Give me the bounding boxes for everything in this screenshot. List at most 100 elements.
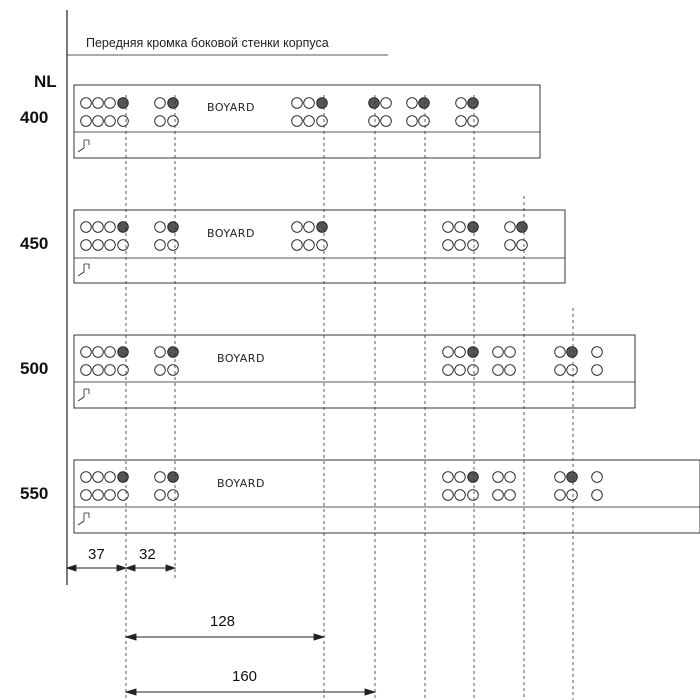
mounting-hole [104,471,116,483]
rail-size-400: 400 [20,108,49,127]
filled-hole [167,221,179,233]
mounting-hole [167,489,179,501]
mounting-hole [455,115,467,127]
mounting-hole [80,364,92,376]
mounting-hole [492,346,504,358]
mounting-hole [554,471,566,483]
mounting-hole [566,364,578,376]
filled-hole [467,471,479,483]
mounting-hole [454,221,466,233]
mounting-hole [591,471,603,483]
mounting-hole [80,346,92,358]
front-edge-label: Передняя кромка боковой стенки корпуса [86,36,329,50]
dimension-label-160: 160 [232,668,258,685]
mounting-hole [442,471,454,483]
mounting-hole [92,115,104,127]
dashed-reference-lines [125,95,574,700]
mounting-hole [554,364,566,376]
mounting-hole [117,364,129,376]
mounting-hole [504,346,516,358]
mounting-hole [104,221,116,233]
mounting-hole [154,489,166,501]
filled-hole [167,471,179,483]
mounting-hole [154,221,166,233]
boyard-logo: BOYARD [217,477,265,490]
mounting-hole [154,346,166,358]
filled-hole [316,97,328,109]
boyard-logo: BOYARD [207,101,255,114]
mounting-hole [442,346,454,358]
filled-hole [117,346,129,358]
mounting-hole [80,221,92,233]
mounting-hole [92,221,104,233]
mounting-hole [316,115,328,127]
mounting-hole [504,221,516,233]
mounting-hole [104,97,116,109]
dimension-37-32 [65,564,177,572]
dimension-label-37: 37 [88,546,105,563]
mounting-hole [303,221,315,233]
filled-hole [117,471,129,483]
mounting-hole [380,97,392,109]
mounting-hole [80,471,92,483]
mounting-hole [467,239,479,251]
filled-hole [418,97,430,109]
mounting-hole [454,239,466,251]
rail-size-500: 500 [20,359,49,378]
mounting-hole [454,489,466,501]
mounting-hole [380,115,392,127]
dimension-160 [124,688,377,696]
mounting-hole [92,97,104,109]
mounting-hole [291,97,303,109]
mounting-hole [442,364,454,376]
mounting-hole [291,239,303,251]
dimension-label-32: 32 [139,546,156,563]
mounting-hole [418,115,430,127]
mounting-hole [92,346,104,358]
mounting-hole [92,471,104,483]
mounting-hole [104,364,116,376]
filled-hole [467,346,479,358]
mounting-hole [406,115,418,127]
mounting-hole [504,239,516,251]
mounting-hole [303,97,315,109]
mounting-hole [454,471,466,483]
mounting-hole [442,239,454,251]
mounting-hole [104,239,116,251]
filled-hole [117,221,129,233]
mounting-hole [167,239,179,251]
mounting-hole [154,364,166,376]
dimension-label-128: 128 [210,613,236,630]
mounting-hole [566,489,578,501]
mounting-hole [492,364,504,376]
mounting-hole [406,97,418,109]
mounting-hole [117,115,129,127]
mounting-hole [117,489,129,501]
mounting-hole [80,239,92,251]
mounting-hole [492,471,504,483]
mounting-hole [167,364,179,376]
mounting-hole [92,364,104,376]
mounting-hole [80,489,92,501]
mounting-hole [117,239,129,251]
rail-size-550: 550 [20,484,49,503]
mounting-hole [104,489,116,501]
mounting-hole [492,489,504,501]
mounting-hole [504,489,516,501]
mounting-hole [591,489,603,501]
mounting-hole [80,115,92,127]
rail-size-450: 450 [20,234,49,253]
mounting-hole [303,115,315,127]
boyard-logo: BOYARD [217,352,265,365]
mounting-hole [454,346,466,358]
filled-hole [516,221,528,233]
filled-hole [167,346,179,358]
mounting-hole [92,489,104,501]
mounting-hole [554,346,566,358]
mounting-hole [591,364,603,376]
mounting-hole [442,489,454,501]
filled-hole [167,97,179,109]
mounting-hole [154,239,166,251]
mounting-hole [303,239,315,251]
